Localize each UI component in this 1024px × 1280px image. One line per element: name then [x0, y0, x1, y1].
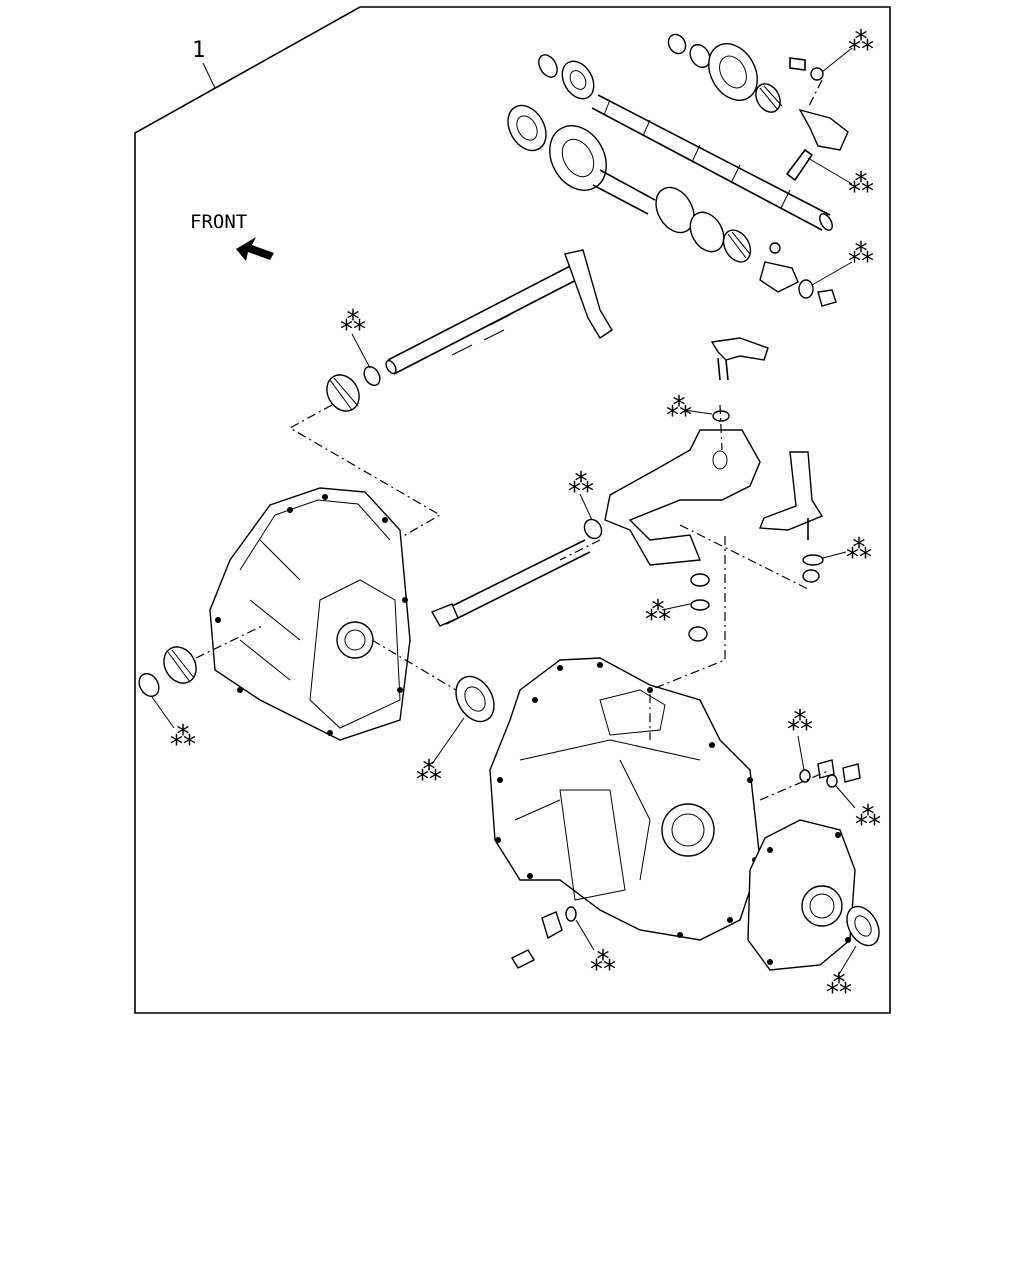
assembly-line-rod — [559, 539, 601, 561]
assembly-line-plug — [719, 404, 723, 451]
assembly-line-shaft — [288, 404, 442, 539]
front-label: FRONT — [190, 211, 247, 233]
assembly-line-case — [649, 536, 726, 740]
shift-bracket — [604, 337, 824, 583]
note-mark: ⁂ — [848, 169, 874, 199]
note-mark: ⁂ — [848, 239, 874, 269]
selector-rod — [430, 518, 710, 642]
clutch-housing — [138, 487, 411, 741]
callout-leader — [202, 62, 216, 89]
note-mark: ⁂ — [170, 722, 196, 752]
note-marks: ⁂ ⁂ ⁂ ⁂ ⁂ ⁂ ⁂ ⁂ ⁂ ⁂ ⁂ ⁂ ⁂ ⁂ — [151, 27, 881, 1000]
front-arrow-icon — [236, 237, 274, 261]
note-mark: ⁂ — [855, 802, 881, 832]
transmission-case — [371, 639, 861, 969]
note-mark: ⁂ — [416, 757, 442, 787]
shaft-assembly — [507, 33, 849, 307]
note-mark: ⁂ — [666, 393, 692, 423]
note-mark: ⁂ — [846, 535, 872, 565]
note-mark: ⁂ — [787, 707, 813, 737]
assembly-line-bracket — [679, 524, 811, 591]
shift-shaft — [326, 249, 613, 412]
note-mark: ⁂ — [848, 27, 874, 57]
kit-border — [134, 6, 891, 1014]
note-mark: ⁂ — [340, 307, 366, 337]
note-mark: ⁂ — [645, 597, 671, 627]
note-mark: ⁂ — [590, 947, 616, 977]
note-mark: ⁂ — [568, 469, 594, 499]
extension-housing — [747, 769, 880, 971]
callout-number: 1 — [192, 38, 205, 63]
